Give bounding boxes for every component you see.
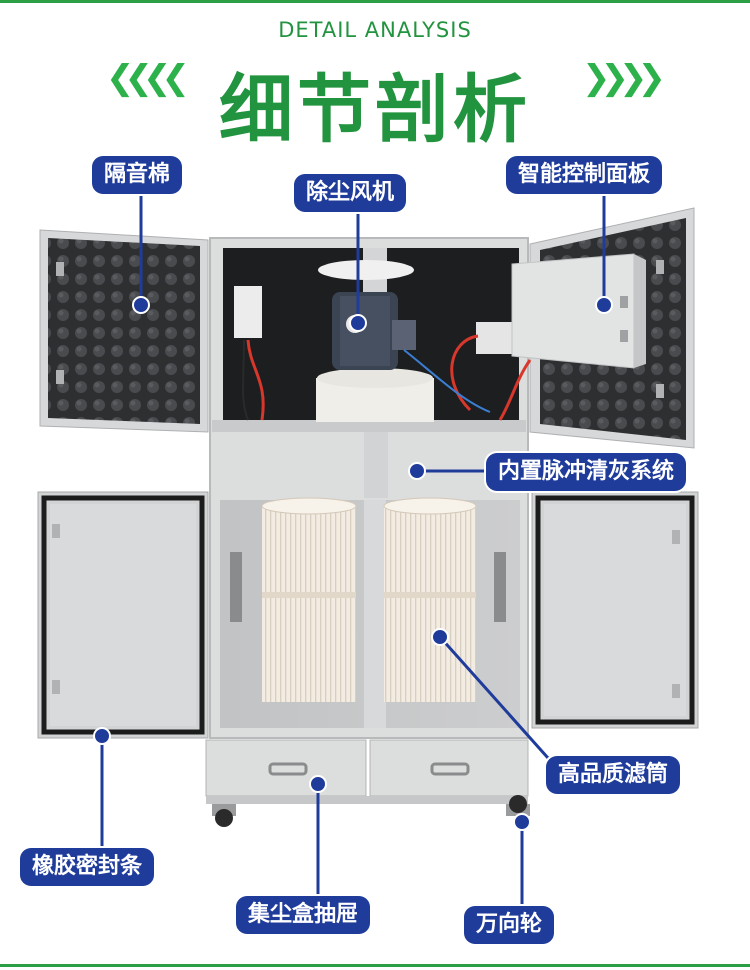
marker-sound-insulation xyxy=(132,296,150,314)
chevron-left-icon: ❮❮❮❮ xyxy=(106,58,190,98)
filter-cartridge-left xyxy=(262,506,356,702)
caster-wheel-right xyxy=(509,795,527,813)
label-rubber-seal: 橡胶密封条 xyxy=(20,848,155,886)
chevron-right-icon: ❯❯❯❯ xyxy=(582,58,666,98)
section-title: 细节剖析 xyxy=(219,67,531,153)
control-panel-box xyxy=(511,253,635,369)
bottom-divider xyxy=(0,964,750,967)
marker-rubber-seal xyxy=(93,727,111,745)
drawer-left xyxy=(205,739,367,797)
section-subtitle: DETAIL ANALYSIS xyxy=(278,18,472,42)
label-filter-cartridge: 高品质滤筒 xyxy=(546,756,681,794)
marker-pulse-cleaning xyxy=(408,462,426,480)
label-dust-fan: 除尘风机 xyxy=(294,174,407,212)
filter-cartridge-right xyxy=(384,506,476,702)
label-pulse-cleaning: 内置脉冲清灰系统 xyxy=(486,453,687,491)
marker-control-panel xyxy=(595,296,613,314)
label-sound-insulation: 隔音棉 xyxy=(92,156,183,194)
marker-dust-fan xyxy=(349,314,367,332)
top-divider xyxy=(0,0,750,3)
label-caster-wheel: 万向轮 xyxy=(464,906,555,944)
marker-dust-drawer xyxy=(309,775,327,793)
marker-filter-cartridge xyxy=(431,628,449,646)
label-control-panel: 智能控制面板 xyxy=(506,156,663,194)
label-dust-drawer: 集尘盒抽屉 xyxy=(236,896,371,934)
marker-caster-wheel xyxy=(513,813,531,831)
junction-box xyxy=(234,286,262,338)
drawer-right xyxy=(369,739,529,797)
caster-wheel-left xyxy=(215,809,233,827)
